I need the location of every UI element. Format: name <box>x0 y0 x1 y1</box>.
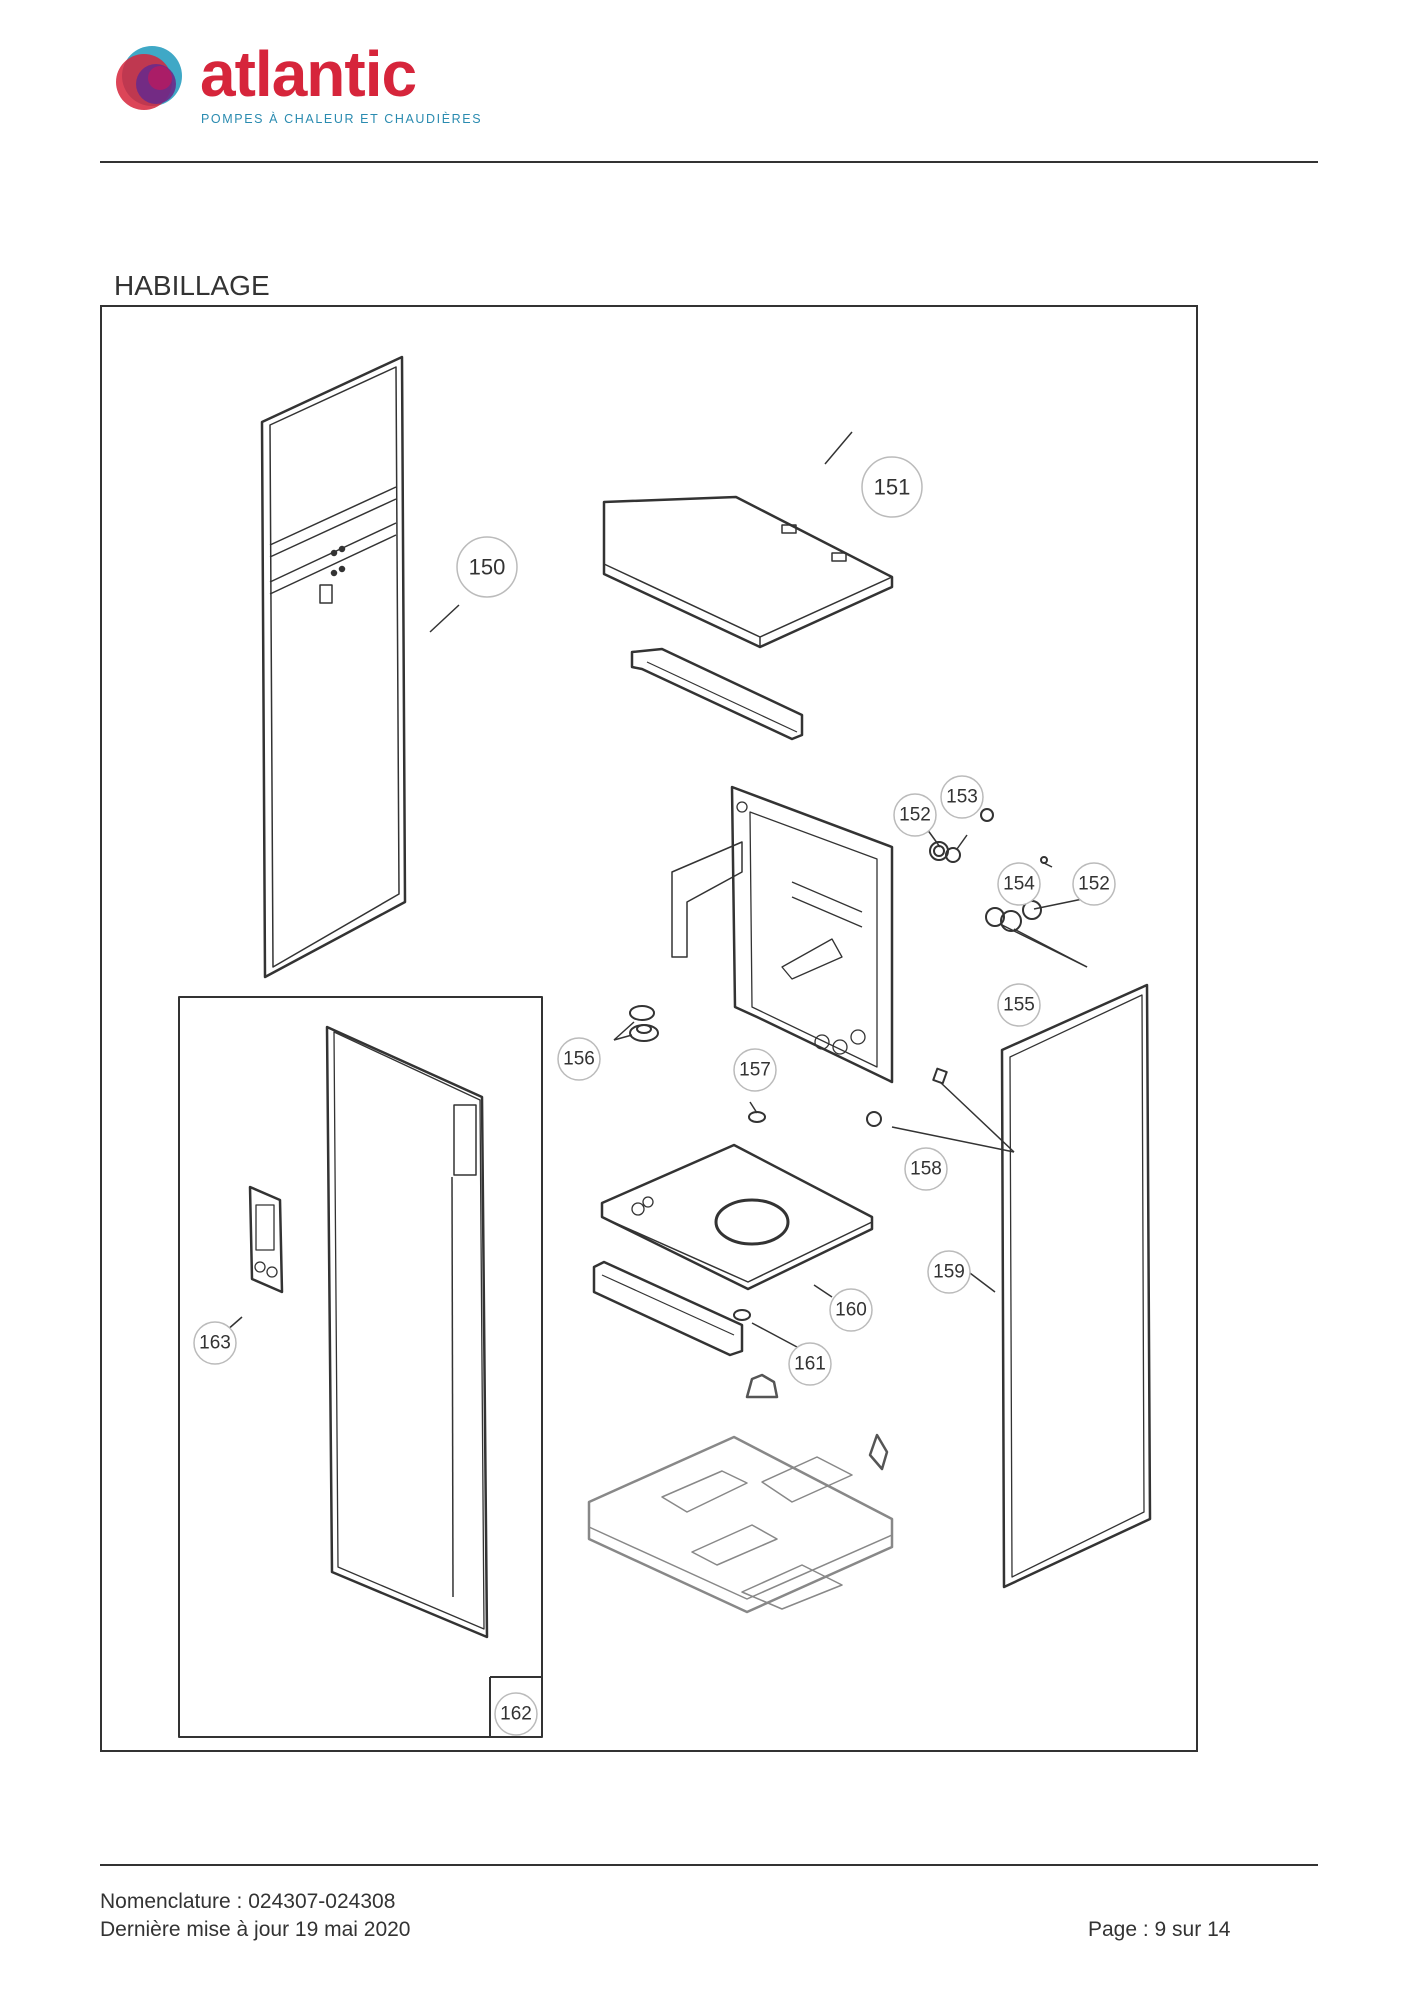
callout-160-bubble <box>829 1288 873 1332</box>
callout-163-bubble <box>193 1321 237 1365</box>
callout-150: 150 <box>469 555 506 580</box>
callout-150-bubble <box>456 536 518 598</box>
callout-161-bubble <box>788 1342 832 1386</box>
callout-157-bubble <box>733 1048 777 1092</box>
callout-156-bubble <box>557 1037 601 1081</box>
brand-name: atlantic <box>200 38 417 110</box>
callout-156: 156 <box>563 1049 595 1070</box>
callout-152a-bubble <box>893 793 937 837</box>
callout-158-bubble <box>904 1147 948 1191</box>
footer-last-updated: Dernière mise à jour 19 mai 2020 <box>100 1918 411 1941</box>
part-162-frame <box>178 996 543 1738</box>
footer-divider <box>100 1864 1318 1866</box>
callout-158: 158 <box>910 1159 942 1180</box>
callout-162-bubble <box>494 1692 538 1736</box>
callout-162: 162 <box>500 1704 532 1725</box>
brand-tagline: POMPES À CHALEUR ET CHAUDIÈRES <box>201 112 483 126</box>
callout-163: 163 <box>199 1333 231 1354</box>
callout-160: 160 <box>835 1300 867 1321</box>
part-bottom-base <box>587 1373 894 1614</box>
part-156-grommet <box>629 1005 659 1042</box>
callout-152b-bubble <box>1072 862 1116 906</box>
part-internal-frame <box>671 785 894 1084</box>
logo-mark-icon <box>116 46 182 110</box>
callout-161: 161 <box>794 1354 826 1375</box>
part-163-control-panel <box>248 1185 284 1294</box>
part-158-clips <box>866 1067 948 1127</box>
parts-diagram: 150 151 152 153 154 152 155 156 157 158 … <box>100 305 1198 1752</box>
part-150-rear-panel <box>260 355 407 979</box>
callout-154: 154 <box>1003 874 1035 895</box>
part-152-153-rings <box>929 808 994 863</box>
exploded-view-drawing: 150 151 152 153 154 152 155 156 157 158 … <box>178 355 1152 1738</box>
section-title: HABILLAGE <box>114 270 270 301</box>
part-front-rail <box>630 647 804 741</box>
callout-157: 157 <box>739 1060 771 1081</box>
header-divider <box>100 161 1318 163</box>
part-162-front-door <box>325 1025 489 1639</box>
footer-page-number: Page : 9 sur 14 <box>1088 1918 1231 1941</box>
callout-155: 155 <box>1003 995 1035 1016</box>
callout-151: 151 <box>874 475 911 500</box>
callout-152b: 152 <box>1078 874 1110 895</box>
part-159-side-panel <box>1000 983 1152 1589</box>
callout-154-bubble <box>997 862 1041 906</box>
callout-153: 153 <box>946 787 978 808</box>
part-161-plinth <box>592 1260 751 1357</box>
callout-155-bubble <box>997 983 1041 1027</box>
part-160-base-tray <box>600 1143 874 1291</box>
part-151-top-cover <box>602 495 894 649</box>
callout-159-bubble <box>927 1250 971 1294</box>
callout-153-bubble <box>940 775 984 819</box>
callout-152a: 152 <box>899 805 931 826</box>
part-157-grommet <box>748 1111 766 1123</box>
callout-159: 159 <box>933 1262 965 1283</box>
footer-nomenclature: Nomenclature : 024307-024308 <box>100 1890 396 1913</box>
callout-151-bubble <box>861 456 923 518</box>
